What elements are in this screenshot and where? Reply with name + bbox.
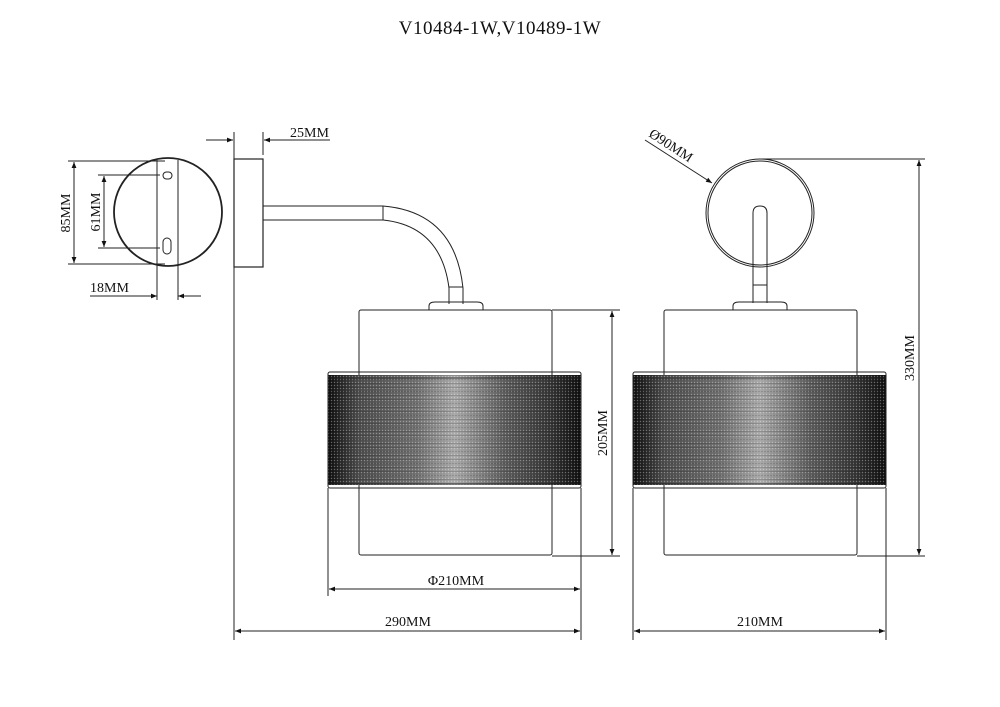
side-mesh-band	[327, 371, 582, 489]
dim-18mm: 18MM	[90, 281, 129, 296]
dim-205mm: 205MM	[596, 410, 611, 456]
side-dimensions	[235, 309, 620, 640]
dim-290mm: 290MM	[385, 615, 431, 630]
backplate-view	[68, 157, 223, 300]
dim-90mm-diameter: Ø90MM	[646, 127, 696, 167]
dim-25mm: 25MM	[290, 126, 329, 141]
dim-330mm: 330MM	[903, 335, 918, 381]
dim-210mm-width: 210MM	[737, 615, 783, 630]
dim-210mm-diameter: Φ210MM	[428, 574, 485, 589]
dim-61mm: 61MM	[89, 192, 104, 231]
drawing-title: V10484-1W,V10489-1W	[398, 18, 602, 39]
front-mesh-band	[632, 371, 887, 489]
dim-85mm: 85MM	[59, 193, 74, 232]
